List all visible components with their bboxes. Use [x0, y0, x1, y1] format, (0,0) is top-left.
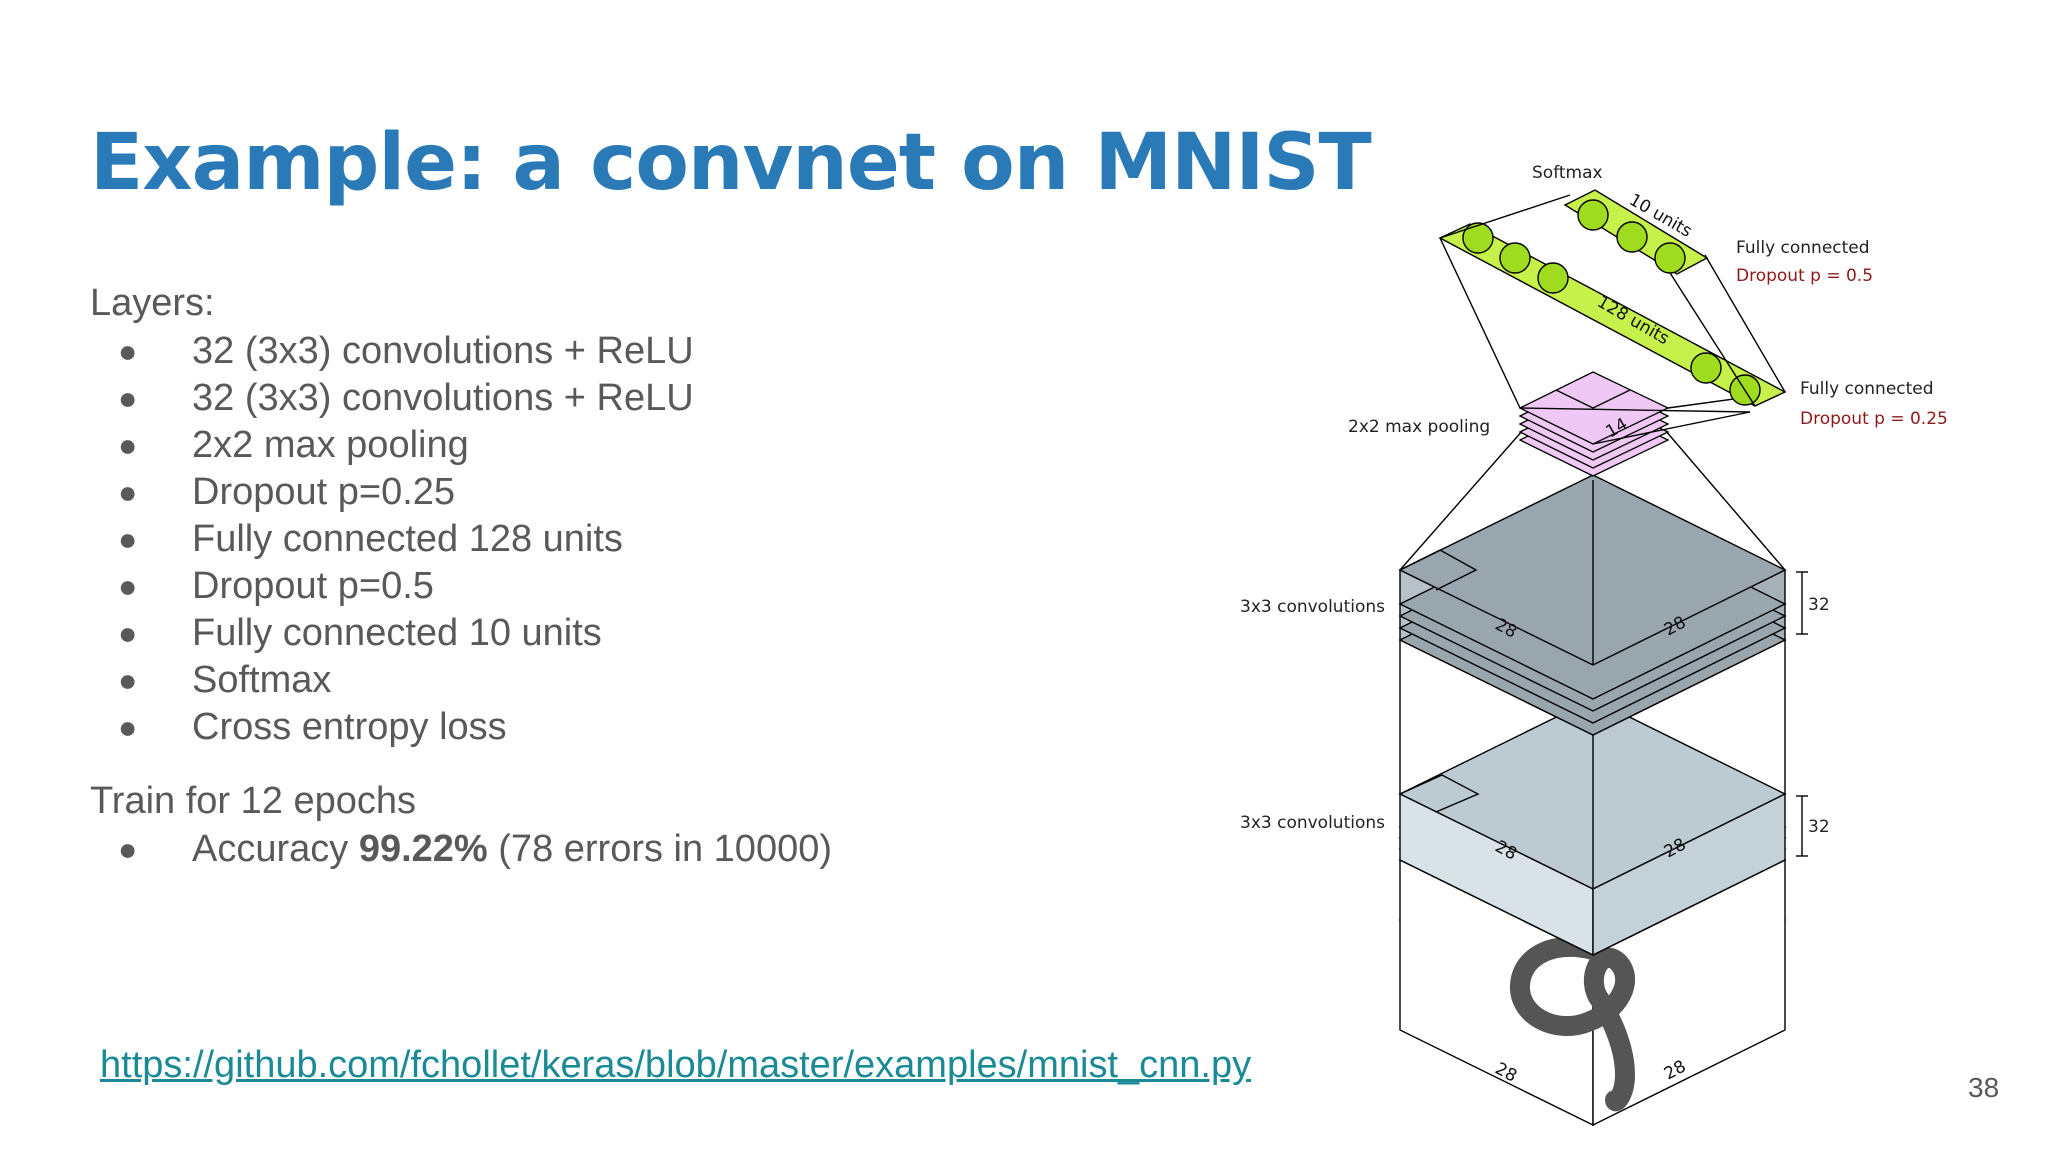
- bullet-icon: ●: [118, 380, 138, 416]
- list-item: ● Fully connected 128 units: [90, 516, 694, 563]
- slide-title: Example: a convnet on MNIST: [90, 118, 1372, 208]
- page-number: 38: [1968, 1072, 2000, 1103]
- bullet-icon: ●: [118, 568, 138, 604]
- bullet-icon: ●: [118, 427, 138, 463]
- depth-bottom: 32: [1808, 817, 1830, 837]
- layer-text: Fully connected 128 units: [192, 518, 623, 560]
- dense-128: [1438, 222, 1787, 407]
- bullet-icon: ●: [118, 333, 138, 369]
- layer-text: 32 (3x3) convolutions + ReLU: [192, 377, 694, 419]
- conv-label-bottom: 3x3 convolutions: [1240, 813, 1385, 833]
- digit-nine-icon: [1510, 936, 1636, 1112]
- fc2-label: Fully connected: [1800, 379, 1934, 399]
- neuron-icon: [1537, 262, 1569, 294]
- layer-text: Dropout p=0.25: [192, 471, 456, 513]
- neuron-icon: [1577, 199, 1609, 231]
- bullet-icon: ●: [118, 662, 138, 698]
- conv-upper-kernel: [1399, 549, 1478, 591]
- depth-top: 32: [1808, 595, 1830, 615]
- conv-label-top: 3x3 convolutions: [1240, 597, 1385, 617]
- connector-lines-softmax: [1439, 194, 1786, 407]
- list-item: ● Dropout p=0.5: [90, 563, 694, 610]
- bullet-icon: ●: [118, 709, 138, 745]
- bullet-icon: ●: [118, 831, 138, 867]
- neuron-icon: [1462, 222, 1494, 254]
- layers-heading: Layers:: [90, 282, 215, 324]
- fc2-dropout: Dropout p = 0.25: [1800, 409, 1948, 429]
- fc1-dropout: Dropout p = 0.5: [1736, 266, 1873, 286]
- connector-lines-pool: [1399, 429, 1786, 665]
- depth-bracket-bottom: [1796, 795, 1808, 857]
- neuron-icon: [1616, 221, 1648, 253]
- layer-text: Dropout p=0.5: [192, 565, 434, 607]
- neuron-icon: [1690, 352, 1722, 384]
- bullet-icon: ●: [118, 615, 138, 651]
- list-item: ● 32 (3x3) convolutions + ReLU: [90, 328, 694, 375]
- list-item: ● Accuracy 99.22% (78 errors in 10000): [90, 826, 832, 873]
- list-item: ● Dropout p=0.25: [90, 469, 694, 516]
- train-heading: Train for 12 epochs: [90, 780, 416, 822]
- layer-text: 2x2 max pooling: [192, 424, 469, 466]
- list-item: ● Cross entropy loss: [90, 704, 694, 751]
- pool-block: [1518, 371, 1670, 477]
- convnet-diagram: Softmax 10 units 128 units Fully connect…: [1240, 163, 1948, 1127]
- accuracy-value: 99.22%: [358, 828, 488, 870]
- list-item: ● 2x2 max pooling: [90, 422, 694, 469]
- conv-lower-right-face: [1592, 792, 1786, 957]
- pool-label: 2x2 max pooling: [1348, 417, 1490, 437]
- layer-text: 32 (3x3) convolutions + ReLU: [192, 330, 694, 372]
- layer-text: Cross entropy loss: [192, 706, 507, 748]
- dense-10: [1563, 189, 1709, 275]
- accuracy-prefix: Accuracy: [192, 828, 359, 870]
- neuron-icon: [1654, 242, 1686, 274]
- list-item: ● 32 (3x3) convolutions + ReLU: [90, 375, 694, 422]
- depth-bracket-top: [1796, 571, 1808, 635]
- train-list: ● Accuracy 99.22% (78 errors in 10000): [90, 826, 832, 873]
- accuracy-suffix: (78 errors in 10000): [487, 828, 833, 870]
- list-item: ● Fully connected 10 units: [90, 610, 694, 657]
- layer-text: Fully connected 10 units: [192, 612, 602, 654]
- bullet-icon: ●: [118, 474, 138, 510]
- conv-lower-kernel: [1399, 774, 1480, 813]
- source-link[interactable]: https://github.com/fchollet/keras/blob/m…: [100, 1044, 1252, 1086]
- softmax-label: Softmax: [1532, 163, 1603, 183]
- connector-lines-input: [1399, 640, 1786, 889]
- layers-list: ● 32 (3x3) convolutions + ReLU ● 32 (3x3) …: [90, 328, 694, 751]
- pool-kernel: [1555, 389, 1631, 409]
- list-item: ● Softmax: [90, 657, 694, 704]
- fc1-label: Fully connected: [1736, 238, 1870, 258]
- layer-text: Softmax: [192, 659, 332, 701]
- neuron-icon: [1499, 242, 1531, 274]
- bullet-icon: ●: [118, 521, 138, 557]
- connector-lines-dense: [1439, 237, 1786, 445]
